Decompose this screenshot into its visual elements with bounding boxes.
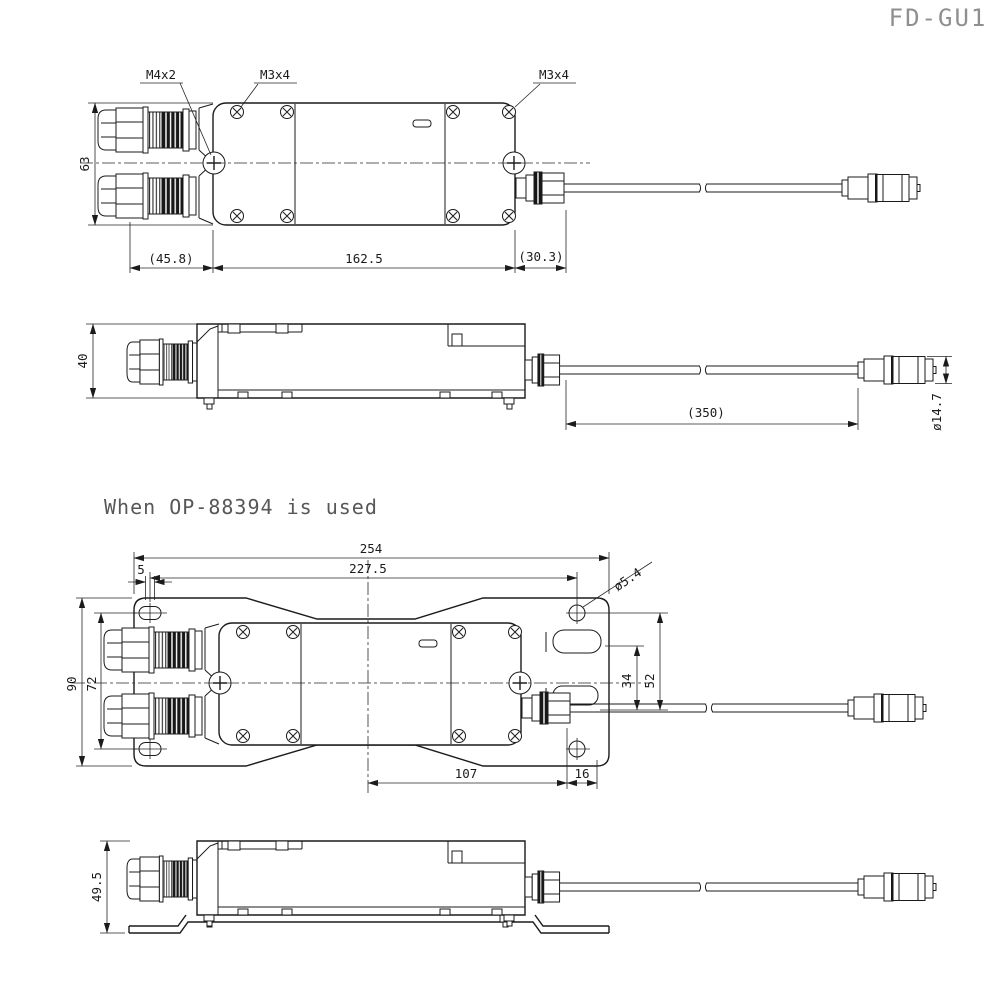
dim-5: 5 [128,562,172,600]
svg-text:34: 34 [619,673,634,688]
dim-254: 254 [133,541,610,594]
bracket-top-view: 254 227.5 5 ø5.4 90 72 [64,541,926,793]
dim-49-5: 49.5 [89,840,130,934]
svg-text:49.5: 49.5 [89,872,104,902]
thread-callouts: M4x2 M3x4 M3x4 [140,67,576,155]
label-m4x2: M4x2 [146,67,176,82]
label-m3x4-left: M3x4 [260,67,290,82]
dim-227-5: 227.5 [149,561,578,602]
svg-text:ø14.7: ø14.7 [929,393,944,431]
dim-dia-5-4: ø5.4 [583,562,652,607]
dim-dia-14-7: ø14.7 [927,356,952,431]
svg-text:72: 72 [84,676,99,691]
dim-63: 63 [77,102,213,226]
side-view: 40 (350) ø14.7 [75,324,952,431]
dim-107-16: 107 16 [367,728,598,789]
dim-34: 34 [600,645,668,711]
svg-text:52: 52 [642,673,657,688]
svg-text:254: 254 [360,541,383,556]
dim-72: 72 [84,612,137,750]
svg-text:107: 107 [455,766,478,781]
dim-bottom-row: (45.8) 162.5 (30.3) [129,210,567,273]
top-view: M4x2 M3x4 M3x4 63 (45.8) 162.5 (30.3) [77,67,920,273]
dim-162-5: 162.5 [345,251,383,266]
svg-text:40: 40 [75,353,90,368]
amplifier-unit-top [98,103,920,225]
amplifier-unit-side-on-bracket [127,841,936,926]
svg-text:63: 63 [77,156,92,171]
dim-350: (350) [565,380,859,430]
dim-90: 90 [64,597,132,767]
svg-text:227.5: 227.5 [349,561,387,576]
amplifier-unit-on-bracket [104,623,926,745]
bracket-side-view: 49.5 [89,841,936,933]
drawing-title: FD-GU1 [889,4,988,32]
dim-40: 40 [75,323,218,399]
svg-text:5: 5 [137,562,145,577]
amplifier-unit-side [127,324,936,409]
label-m3x4-right: M3x4 [539,67,569,82]
svg-text:ø5.4: ø5.4 [611,565,644,594]
bracket-cutout-upper [553,630,601,653]
dim-52: 52 [590,612,668,711]
mounting-bracket-side [129,915,609,933]
dim-45-8: (45.8) [148,251,193,266]
svg-text:(350): (350) [687,405,725,420]
option-note: When OP-88394 is used [104,495,378,519]
svg-text:90: 90 [64,676,79,691]
svg-text:16: 16 [574,766,589,781]
dim-30-3: (30.3) [518,249,563,264]
